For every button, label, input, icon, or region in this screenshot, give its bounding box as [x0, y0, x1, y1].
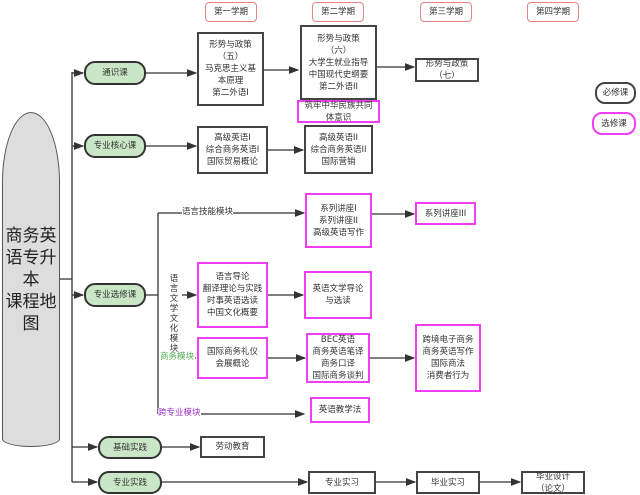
course-box-s3: 系列讲座III — [415, 202, 476, 225]
course-box-g3: 形势与政策 （七） — [415, 58, 479, 82]
module-literature: 语言文学文化模块 — [167, 274, 181, 354]
title-line: 语专升 — [5, 247, 57, 268]
course-name: 商务英语写作 — [422, 347, 474, 357]
course-box-b2: BEC英语商务英语笔译商务口译国际商务谈判 — [306, 333, 370, 383]
course-box-b1: 国际商务礼仪会展概论 — [197, 337, 268, 379]
semester-3: 第三学期 — [420, 2, 472, 22]
legend-elective: 选修课 — [592, 112, 636, 135]
course-box-c1: 高级英语I 综合商务英语I 国际贸易概论 — [197, 126, 268, 174]
label-line: 语言 — [169, 274, 179, 294]
course-name: 高级英语II — [318, 132, 358, 143]
course-name: 马克思主义基 — [204, 64, 256, 74]
course-name: 国际营销 — [321, 156, 356, 167]
course-name: 系列讲座II — [318, 215, 358, 226]
course-box-l1: 语言导论翻译理论与实践时事英语选读中国文化概要 — [197, 262, 268, 328]
course-name: 高级英语I — [214, 133, 251, 143]
course-name: （论文） — [535, 483, 570, 494]
course-box-b3: 跨境电子商务商务英语写作国际商法消费者行为 — [415, 324, 481, 392]
course-box-l2: 英语文学导论与选读 — [304, 271, 372, 319]
course-name: 国际商务礼仪 — [206, 347, 258, 357]
course-name: 形势与政策 — [425, 59, 469, 69]
course-name: 形势与政策 — [317, 33, 360, 44]
category-basic-practice: 基础实践 — [98, 436, 162, 459]
course-name: 筑牢中华民族共同 — [304, 100, 373, 111]
course-name: 系列讲座I — [320, 203, 357, 214]
course-name: 专业实习 — [324, 477, 359, 488]
course-name: 跨境电子商务 — [422, 335, 474, 345]
semester-4: 第四学期 — [527, 2, 579, 22]
course-name: 系列讲座III — [424, 208, 467, 219]
category-elective: 专业选修课 — [84, 283, 146, 307]
course-name: （六） — [325, 45, 352, 56]
course-box-p4: 毕业设计（论文） — [521, 471, 585, 494]
course-box-p2: 专业实习 — [308, 471, 376, 494]
course-name: 综合商务英语II — [310, 144, 367, 155]
course-name: 国际贸易概论 — [206, 157, 258, 167]
category-core: 专业核心课 — [84, 134, 146, 158]
course-name: 国际商务谈判 — [312, 371, 364, 381]
course-name: 商务口译 — [320, 359, 355, 369]
course-box-p0: 劳动教育 — [200, 436, 265, 458]
category-pro-practice: 专业实践 — [98, 471, 162, 494]
course-name: 毕业设计 — [535, 471, 570, 482]
course-name: （七） — [434, 71, 460, 81]
course-name: 第二外语II — [318, 81, 358, 92]
course-name: 体意识 — [325, 112, 352, 123]
course-name: 综合商务英语I — [205, 145, 260, 155]
course-name: 大学生就业指导 — [308, 57, 369, 68]
course-name: 时事英语选读 — [206, 296, 258, 306]
course-name: （五） — [217, 52, 244, 62]
course-name: 翻译理论与实践 — [202, 284, 263, 294]
semester-2: 第二学期 — [312, 2, 364, 22]
course-name: 英语教学法 — [318, 405, 362, 415]
module-business: 商务模块 — [160, 352, 195, 363]
course-name: 形势与政策 — [209, 40, 252, 50]
category-general: 通识课 — [84, 61, 146, 85]
course-name: BEC英语 — [320, 335, 356, 345]
course-name: 商务英语笔译 — [312, 347, 364, 357]
map-title: 商务英语专升本课程地图 — [2, 112, 60, 447]
course-name: 与选读 — [325, 296, 351, 306]
label-line: 文学 — [169, 294, 179, 314]
course-name: 消费者行为 — [426, 371, 470, 381]
semester-1: 第一学期 — [205, 2, 257, 22]
course-name: 语言导论 — [215, 272, 250, 282]
course-box-x2: 英语教学法 — [310, 397, 370, 423]
course-name: 毕业实习 — [430, 477, 465, 488]
title-line: 商务英 — [5, 225, 57, 246]
course-name: 中国文化概要 — [206, 308, 258, 318]
module-cross: 跨专业模块 — [158, 408, 201, 419]
course-name: 第二外语I — [212, 88, 249, 98]
label-line: 文化 — [169, 314, 179, 334]
module-skills: 语言技能模块 — [182, 207, 234, 218]
course-box-p3: 毕业实习 — [416, 471, 480, 494]
course-box-g2e: 筑牢中华民族共同体意识 — [297, 100, 380, 123]
course-name: 高级英语写作 — [312, 227, 364, 238]
course-name: 国际商法 — [430, 359, 465, 369]
legend-required: 必修课 — [595, 82, 636, 104]
course-name: 英语文学导论 — [312, 284, 364, 294]
title-line: 课程地 — [5, 291, 57, 312]
title-line: 图 — [22, 313, 40, 334]
course-name: 本原理 — [217, 76, 244, 86]
course-name: 会展概论 — [215, 359, 250, 369]
course-name: 劳动教育 — [215, 442, 250, 452]
label-line: 模块 — [169, 334, 179, 354]
title-line: 本 — [22, 269, 40, 290]
course-box-g2: 形势与政策（六）大学生就业指导中国现代史纲要第二外语II — [300, 25, 377, 100]
course-box-g1: 形势与政策 （五） 马克思主义基本原理第二外语I — [197, 32, 264, 106]
course-name: 中国现代史纲要 — [308, 69, 369, 80]
